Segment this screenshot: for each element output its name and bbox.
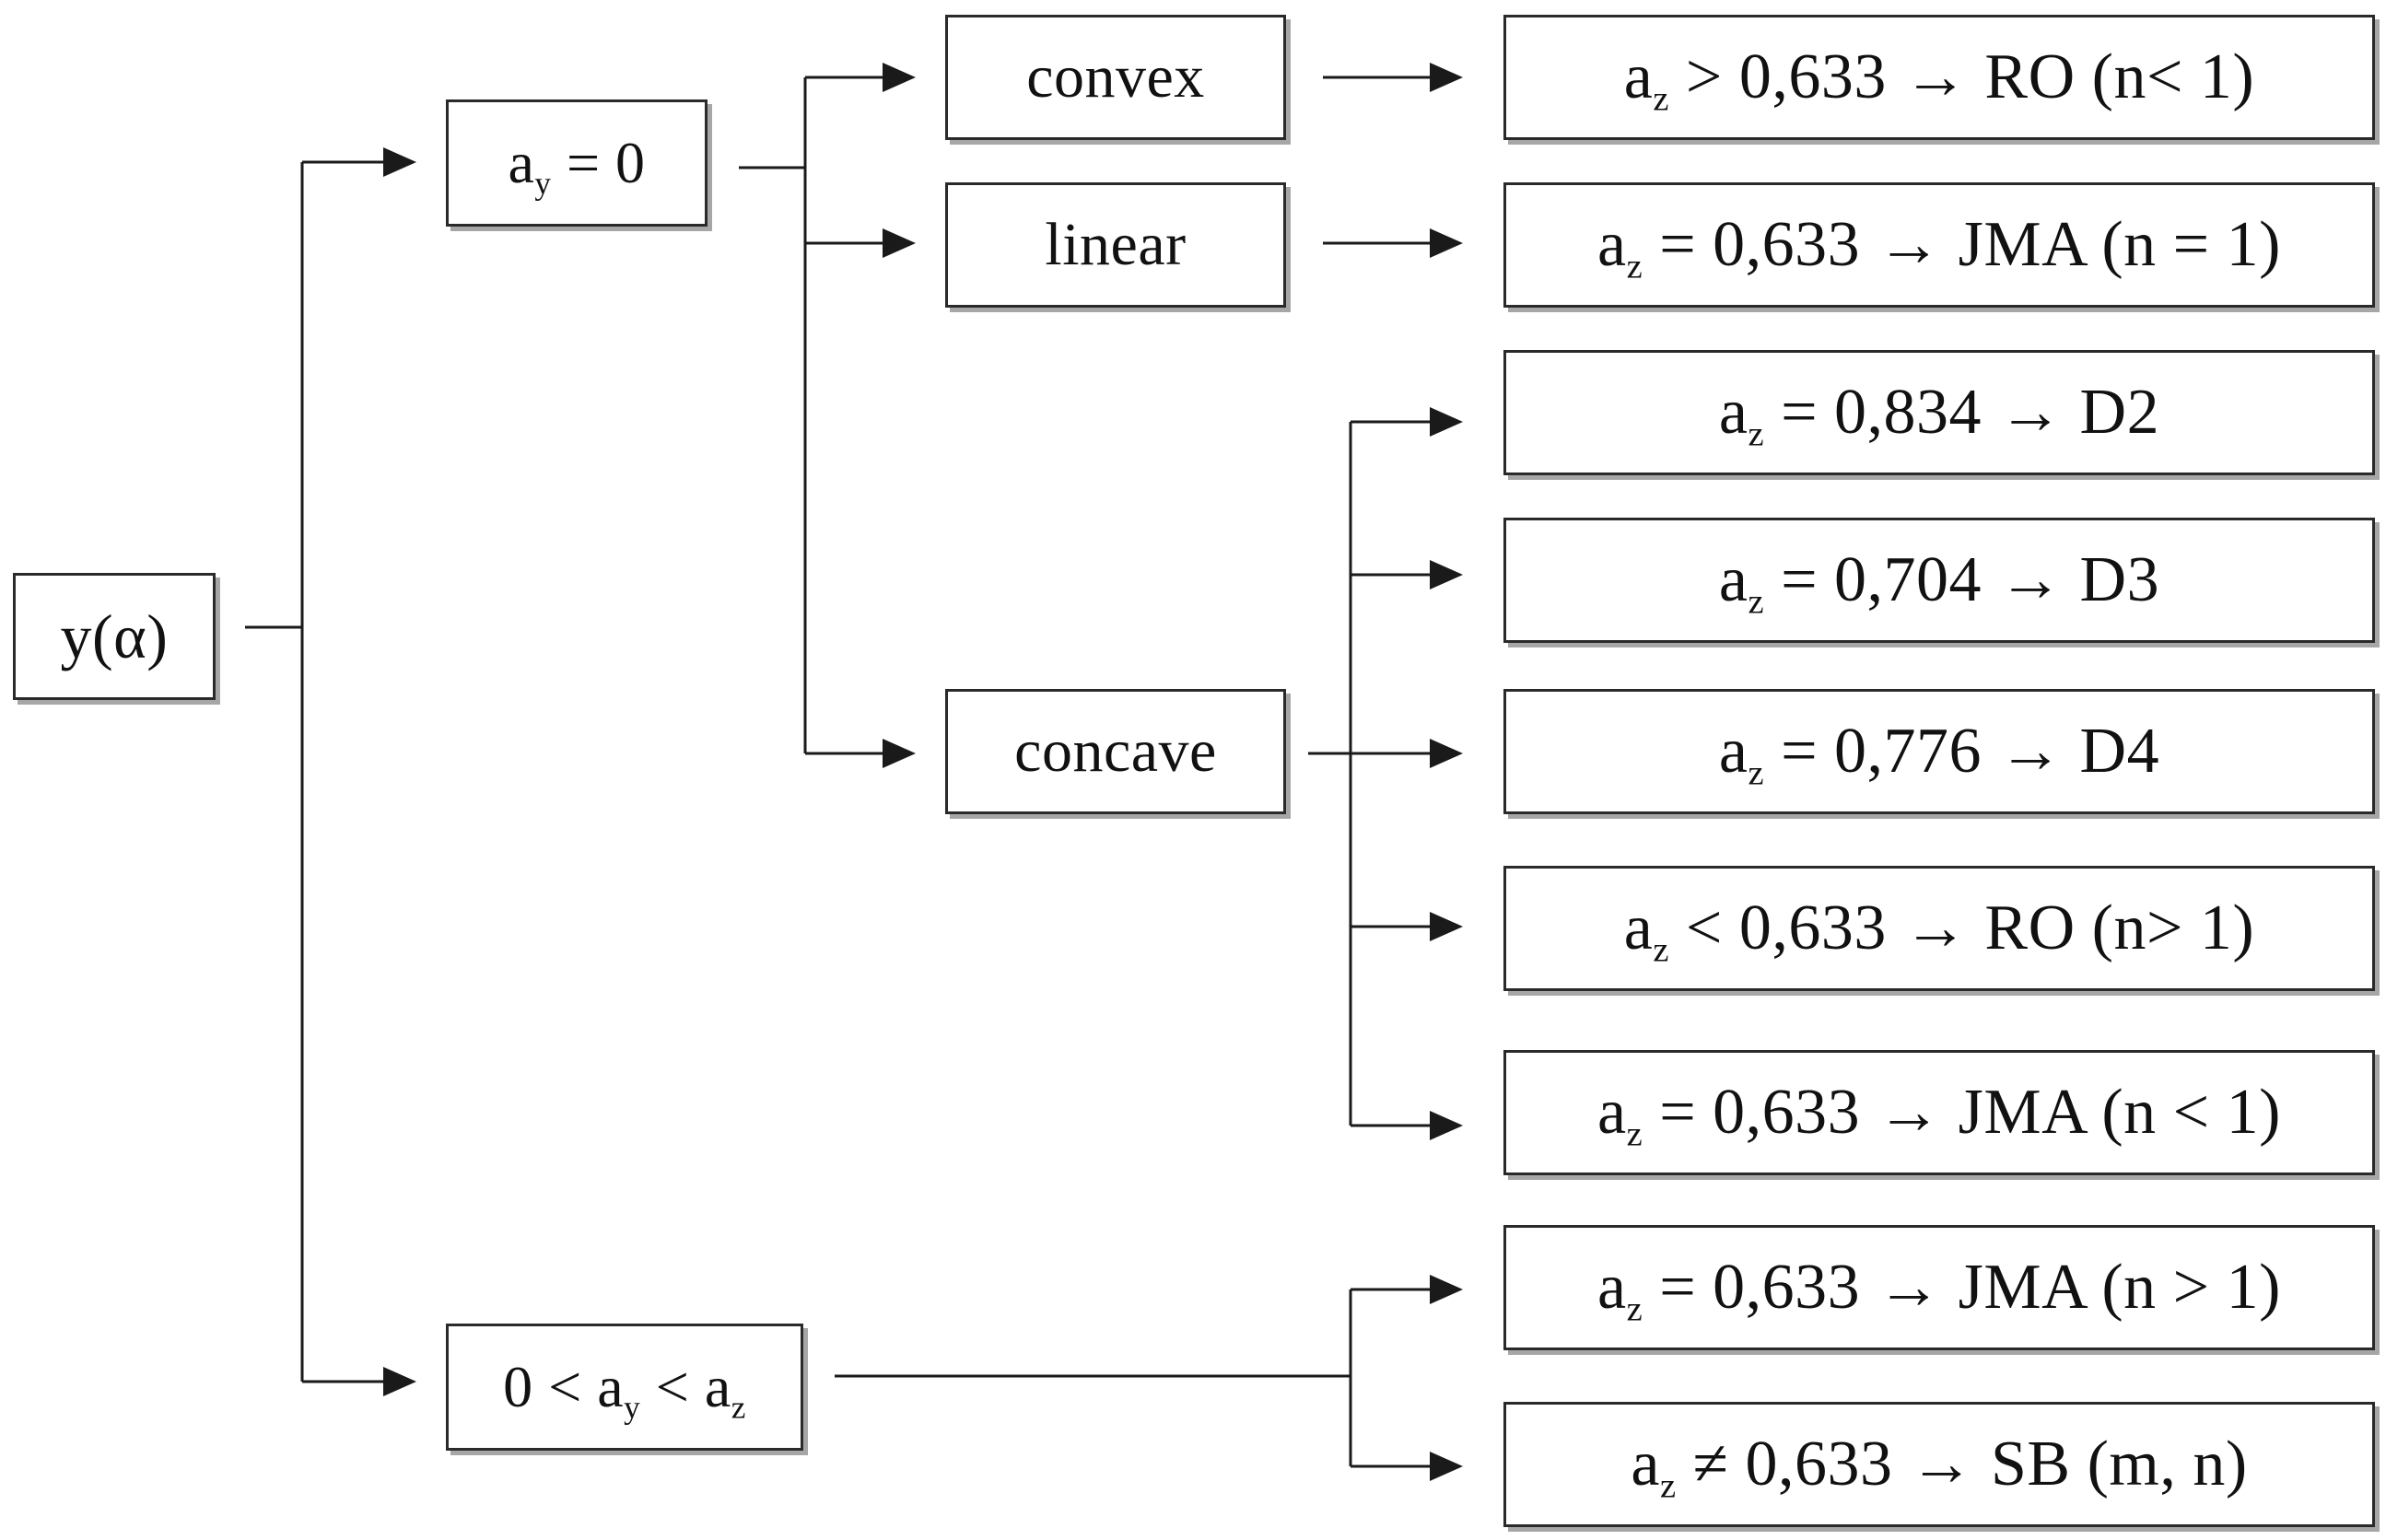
root-node: y(α) xyxy=(13,573,216,700)
result-node-jma-n-gt-1: az = 0,633 → JMA (n > 1) xyxy=(1503,1225,2375,1350)
result-node-d4: az = 0,776 → D4 xyxy=(1503,689,2375,814)
arrowhead-r8 xyxy=(1430,1275,1463,1304)
result-label: az = 0,704 → D3 xyxy=(1718,544,2160,622)
result-node-d2: az = 0,834 → D2 xyxy=(1503,350,2375,475)
ay-range-node: 0 < ay < az xyxy=(446,1324,803,1451)
result-label: az = 0,633 → JMA (n > 1) xyxy=(1597,1252,2281,1329)
concave-node: concave xyxy=(945,689,1286,814)
result-node-sb-m-n: az ≠ 0,633 → SB (m, n) xyxy=(1503,1402,2375,1527)
arrowhead-r4 xyxy=(1430,560,1463,589)
convex-node: convex xyxy=(945,15,1286,140)
ay-equals-zero-label: ay = 0 xyxy=(508,130,646,202)
result-label: az = 0,633 → JMA (n < 1) xyxy=(1597,1077,2281,1154)
root-label: y(α) xyxy=(60,601,169,671)
result-node-d3: az = 0,704 → D3 xyxy=(1503,518,2375,643)
arrowhead-r7 xyxy=(1430,1111,1463,1140)
result-label: az = 0,834 → D2 xyxy=(1718,377,2160,454)
result-label: az < 0,633 → RO (n> 1) xyxy=(1623,892,2255,970)
arrowhead-r3 xyxy=(1430,407,1463,437)
result-node-ro-n-lt-1: az > 0,633 → RO (n< 1) xyxy=(1503,15,2375,140)
linear-node: linear xyxy=(945,182,1286,308)
arrowhead-convex xyxy=(883,63,916,92)
arrowhead-r1 xyxy=(1430,63,1463,92)
linear-label: linear xyxy=(1045,211,1187,278)
result-label: az = 0,776 → D4 xyxy=(1718,716,2160,793)
result-label: az ≠ 0,633 → SB (m, n) xyxy=(1631,1429,2248,1506)
ay-equals-zero-node: ay = 0 xyxy=(446,99,708,227)
arrowhead-r5 xyxy=(1430,739,1463,768)
arrowhead-ay0 xyxy=(383,147,416,177)
concave-label: concave xyxy=(1014,718,1217,785)
result-node-jma-n-lt-1: az = 0,633 → JMA (n < 1) xyxy=(1503,1050,2375,1175)
arrowhead-r2 xyxy=(1430,228,1463,258)
arrowhead-linear xyxy=(883,228,916,258)
result-node-jma-n-eq-1: az = 0,633 → JMA (n = 1) xyxy=(1503,182,2375,308)
arrowhead-concave xyxy=(883,739,916,768)
result-node-ro-n-gt-1: az < 0,633 → RO (n> 1) xyxy=(1503,866,2375,991)
arrowhead-r9 xyxy=(1430,1452,1463,1481)
arrowhead-ayrange xyxy=(383,1367,416,1396)
result-label: az = 0,633 → JMA (n = 1) xyxy=(1597,209,2281,286)
result-label: az > 0,633 → RO (n< 1) xyxy=(1623,41,2255,119)
ay-range-label: 0 < ay < az xyxy=(503,1354,746,1426)
arrowhead-r6 xyxy=(1430,912,1463,941)
convex-label: convex xyxy=(1026,43,1205,111)
